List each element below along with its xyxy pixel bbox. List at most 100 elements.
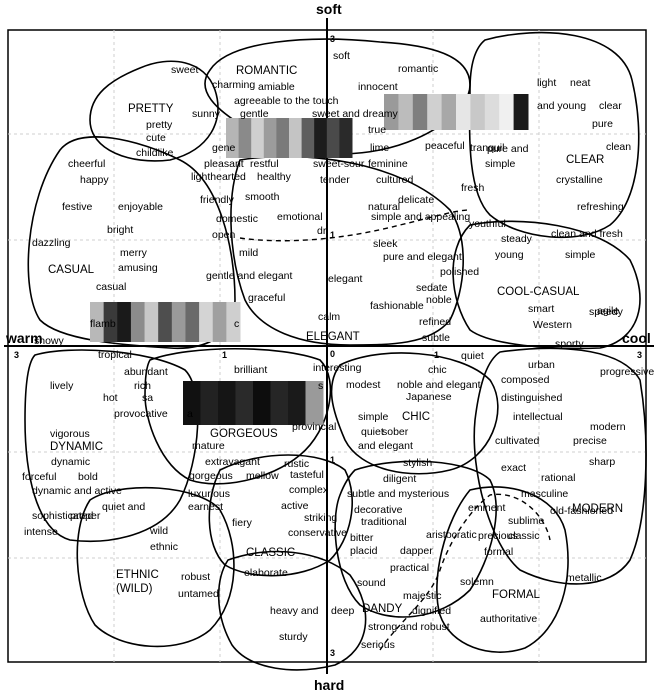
- swatch-strip: [226, 118, 353, 158]
- swatch-cell: [251, 118, 265, 158]
- word-label: complex: [289, 484, 329, 496]
- word-label: quiet and: [102, 501, 145, 513]
- word-label: cute: [146, 132, 166, 144]
- word-label: romantic: [398, 63, 438, 75]
- dynamic-boundary: [24, 349, 199, 543]
- group-classic: CLASSIC: [246, 547, 295, 559]
- swatch-cell: [314, 118, 328, 158]
- word-label: and young: [537, 100, 586, 112]
- swatch-cell: [270, 381, 289, 425]
- word-label: a: [187, 408, 193, 420]
- word-label: open: [212, 229, 236, 241]
- word-label: lighthearted: [191, 171, 246, 183]
- word-label: rich: [134, 380, 151, 392]
- word-label: lime: [370, 142, 389, 154]
- group-cool-casual: COOL-CASUAL: [497, 286, 580, 298]
- word-label: tender: [320, 174, 350, 186]
- word-label: mild: [239, 247, 258, 259]
- word-label: sharp: [589, 456, 615, 468]
- swatch-cell: [226, 118, 240, 158]
- word-label: sober: [382, 426, 409, 438]
- word-label: happy: [80, 174, 109, 186]
- swatch-cell: [427, 94, 443, 130]
- word-label: serious: [361, 639, 395, 651]
- word-label: elegant: [328, 273, 363, 285]
- modern-boundary: [473, 347, 647, 585]
- swatch-cell: [276, 118, 290, 158]
- word-label: striking: [304, 512, 337, 524]
- word-label: fashionable: [370, 300, 424, 312]
- word-label: forceful: [22, 471, 56, 483]
- word-label: sunny: [192, 108, 221, 120]
- word-label: precious: [478, 530, 518, 542]
- word-label: mellow: [246, 470, 279, 482]
- group-clear: CLEAR: [566, 154, 604, 166]
- word-label: sporty: [555, 338, 584, 350]
- classic-boundary: [208, 454, 353, 577]
- word-label: young: [495, 249, 524, 261]
- word-label: abundant: [124, 366, 168, 378]
- word-label: subtle: [422, 332, 450, 344]
- word-label: calm: [318, 311, 340, 323]
- word-label: elaborate: [244, 567, 288, 579]
- swatch-cell: [499, 94, 515, 130]
- word-label: strong and robust: [368, 621, 450, 633]
- word-label: placid: [350, 545, 378, 557]
- word-label: robust: [181, 571, 210, 583]
- word-label: festive: [62, 201, 93, 213]
- word-label: active: [281, 500, 309, 512]
- word-label: c: [234, 318, 239, 330]
- swatch-strip: [90, 302, 241, 342]
- swatch-cell: [513, 94, 529, 130]
- swatch-cell: [384, 94, 399, 130]
- axis-cool-label: cool: [622, 330, 651, 346]
- swatch-cell: [470, 94, 486, 130]
- group-ethnic: ETHNIC: [116, 569, 159, 581]
- swatch-cell: [305, 381, 324, 425]
- group-romantic: ROMANTIC: [236, 65, 297, 77]
- word-label: mature: [192, 440, 225, 452]
- word-label: amusing: [118, 262, 158, 274]
- word-label: agreeable to the touch: [234, 95, 339, 107]
- word-label: noble: [426, 294, 452, 306]
- word-label: luxurious: [188, 488, 230, 500]
- word-label: bitter: [350, 532, 374, 544]
- word-label: ethnic: [150, 541, 178, 553]
- word-label: smart: [528, 303, 554, 315]
- word-label: progressive: [600, 366, 654, 378]
- elegant-boundary: [230, 155, 464, 346]
- axis-hard-label: hard: [314, 677, 344, 693]
- word-label: gentle and elegant: [206, 270, 292, 282]
- word-label: noble and elegant: [397, 379, 481, 391]
- word-label: delicate: [398, 194, 434, 206]
- ethnic-boundary: [76, 486, 235, 648]
- word-label: graceful: [248, 292, 285, 304]
- word-label: eminent: [468, 502, 505, 514]
- word-label: pure and elegant: [383, 251, 462, 263]
- word-label: classic: [508, 530, 540, 542]
- gorgeous-boundary: [144, 347, 332, 485]
- word-label: wild: [149, 525, 168, 537]
- word-label: rational: [541, 472, 575, 484]
- swatch-cell: [130, 302, 146, 342]
- word-label: flamb: [90, 318, 116, 330]
- swatch-cell: [263, 118, 277, 158]
- scale-left: 3: [14, 350, 19, 360]
- word-label: urban: [528, 359, 555, 371]
- word-label: tranquil: [470, 142, 504, 154]
- swatch-cell: [456, 94, 471, 130]
- word-label: pleasant: [204, 158, 244, 170]
- word-label: subtle and mysterious: [347, 488, 449, 500]
- word-label: interesting: [313, 362, 362, 374]
- word-label: casual: [96, 281, 126, 293]
- group-formal: FORMAL: [492, 589, 541, 601]
- word-label: sweet: [171, 64, 199, 76]
- swatch-cell: [339, 118, 353, 158]
- scale-mid-left: 1: [222, 350, 227, 360]
- word-label: simple and appealing: [371, 211, 470, 223]
- word-label: traditional: [361, 516, 407, 528]
- word-label: peaceful: [425, 140, 465, 152]
- word-label: speedy: [589, 306, 624, 318]
- chic-boundary: [330, 352, 499, 475]
- word-label: amiable: [258, 81, 295, 93]
